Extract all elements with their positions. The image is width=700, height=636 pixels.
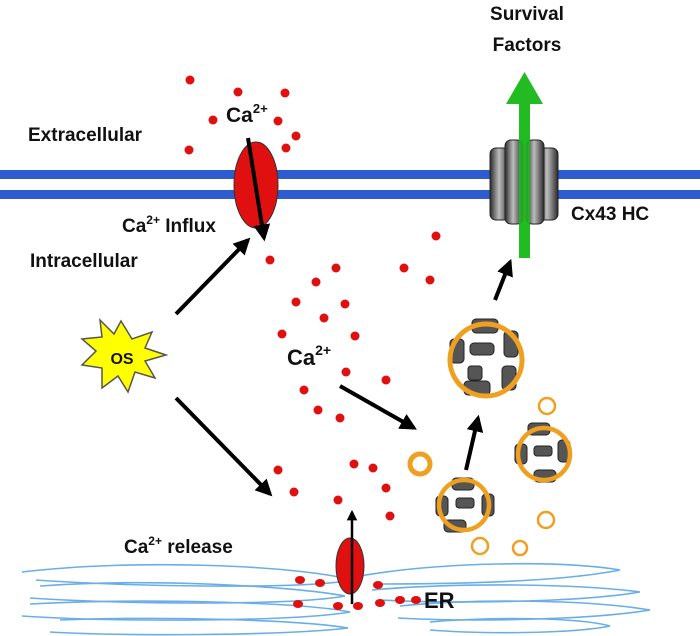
survival-factors-line1: Survival [490,4,564,25]
endoplasmic-reticulum [21,562,651,636]
vesicle-up-arrow-1 [464,414,484,471]
er-calcium-channel [335,537,365,595]
os-to-er-arrow [174,396,273,497]
os-burst [80,317,169,394]
ca-top-sup: 2+ [253,101,268,116]
intracellular-label: Intracellular [30,251,138,272]
cx43-hc-label: Cx43 HC [571,204,649,225]
ca-to-vesicle-arrow [339,384,417,430]
influx-ca-text: Ca [122,216,147,237]
release-word: release [162,537,233,558]
ca-top-text: Ca [226,104,253,127]
extracellular-label: Extracellular [28,125,143,146]
cx43-vesicle-right [514,422,573,483]
os-label: OS [110,351,133,368]
cx43-vesicle-bottom [435,477,495,533]
influx-ca-sup: 2+ [146,213,160,227]
arrows [174,137,513,604]
plasma-membrane [0,170,700,199]
influx-word: Influx [160,216,216,237]
ca-mid-sup: 2+ [315,342,331,358]
vesicle-up-arrow-2 [493,258,513,301]
ca-influx-label: Ca2+ Influx [122,213,216,237]
empty-vesicles [407,396,557,557]
er-label: ER [424,588,455,613]
cx43-hemichannel [489,139,559,225]
influx-arrow [246,137,271,242]
release-ca-sup: 2+ [148,534,162,548]
os-to-influx-arrow [174,237,251,316]
ca-mid-label: Ca2+ [287,342,331,370]
ca-top-label: Ca2+ [226,101,268,127]
cx43-vesicle-large [447,318,525,399]
ca-mid-text: Ca [287,345,316,370]
ca-release-label: Ca2+ release [124,534,233,558]
calcium-ions [184,75,441,521]
er-calcium-ions [293,576,421,610]
release-ca-text: Ca [124,537,149,558]
survival-factors-line2: Factors [493,35,562,56]
